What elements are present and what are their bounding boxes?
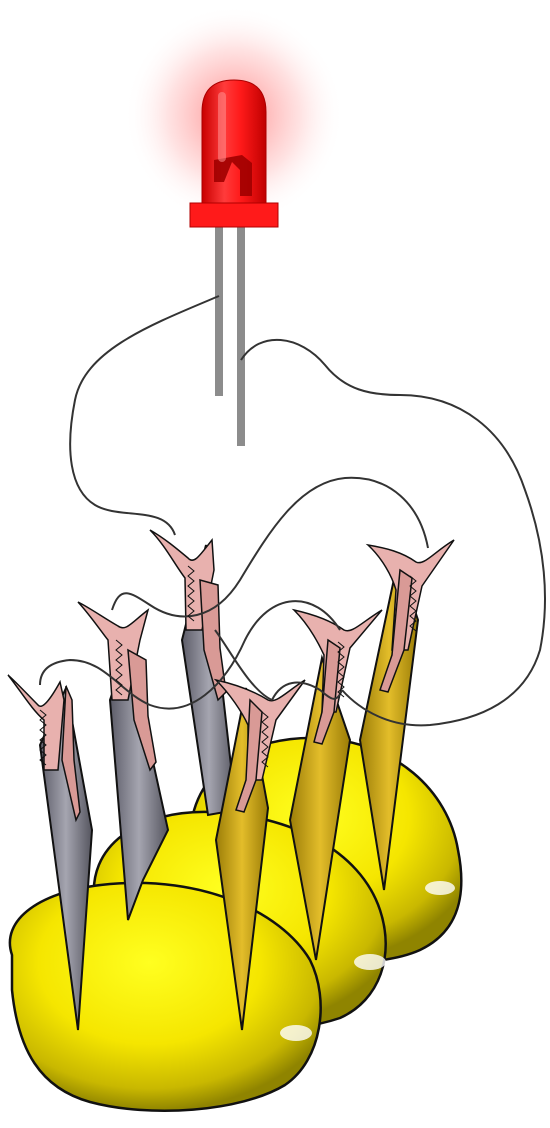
led-lead-long bbox=[237, 226, 245, 446]
led bbox=[190, 80, 278, 227]
led-lead-short bbox=[215, 226, 223, 396]
wire-led-short-to-zinc-3 bbox=[70, 296, 219, 535]
